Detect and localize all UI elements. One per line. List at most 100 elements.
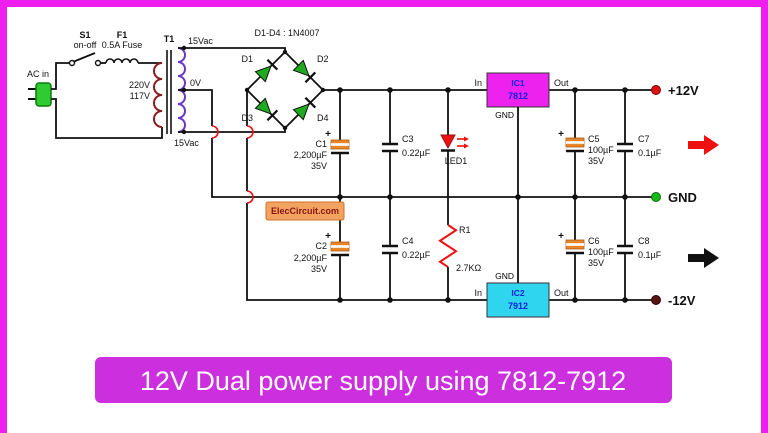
led1-indicator: LED1: [440, 90, 469, 225]
c2-body-stripe: [331, 245, 349, 248]
black-arrow-icon: [688, 248, 719, 268]
cap-c2: + C2 2,200µF 35V: [294, 197, 350, 300]
frame-border-right: [761, 0, 768, 433]
c6-name-label: C6: [588, 236, 600, 246]
c5-plus-label: +: [558, 129, 564, 140]
c6-voltage-label: 35V: [588, 258, 604, 268]
c1-name-label: C1: [315, 139, 327, 149]
junction-dot: [387, 194, 393, 200]
c6-body-stripe: [566, 243, 584, 246]
c1-voltage-label: 35V: [311, 161, 327, 171]
ic1-name-label: IC1: [511, 78, 525, 88]
c8-value-label: 0.1µF: [638, 250, 662, 260]
gnd-rail: [211, 138, 656, 198]
cap-c1: + C1 2,200µF 35V: [294, 90, 350, 197]
diode-d2-triangle: [292, 59, 310, 77]
sec-mid-label: 0V: [190, 78, 201, 88]
wire-hop-2: [246, 125, 254, 139]
diode-d4-bar: [304, 96, 317, 109]
t1-label: T1: [164, 34, 175, 44]
ic2-part-label: 7912: [508, 301, 528, 311]
cap-c4: C4 0.22µF: [382, 197, 431, 300]
ic2-out-label: Out: [554, 288, 569, 298]
led-ray-2-head: [464, 143, 469, 149]
c2-name-label: C2: [315, 241, 327, 251]
frame-border-left: [0, 0, 7, 433]
primary-winding: [153, 62, 163, 128]
fuse-f1: F1 0.5A Fuse: [102, 30, 162, 64]
ic2-name-label: IC2: [511, 288, 525, 298]
diode-d3-icon: [254, 97, 279, 122]
junction-dot: [387, 297, 393, 303]
led1-label: LED1: [445, 156, 468, 166]
sec-top-label: 15Vac: [188, 36, 213, 46]
watermark-text: ElecCircuit.com: [271, 206, 339, 216]
junction-dot: [572, 87, 578, 93]
bridge-rectifier: D1-D4 : 1N4007 D1 D2 D3 D4: [241, 28, 329, 131]
rails: [246, 89, 656, 301]
led-ray-1-head: [464, 136, 469, 142]
terminal-gnd-icon: [651, 192, 661, 202]
s1-desc-label: on-off: [74, 40, 97, 50]
junction-dot: [622, 194, 628, 200]
ic1-part-label: 7812: [508, 91, 528, 101]
led-icon: [440, 134, 456, 150]
c2-voltage-label: 35V: [311, 264, 327, 274]
s1-label: S1: [79, 30, 90, 40]
c6-value-label: 100µF: [588, 247, 614, 257]
c1-value-label: 2,200µF: [294, 150, 328, 160]
junction-dot: [337, 87, 343, 93]
c2-value-label: 2,200µF: [294, 253, 328, 263]
c5-body-stripe: [566, 141, 584, 144]
junction-dot: [572, 297, 578, 303]
c1-body-stripe: [331, 143, 349, 146]
banner-bg: [95, 357, 672, 403]
ic1-gnd-label: GND: [495, 110, 514, 120]
neg-rail-left: [246, 203, 487, 301]
wire-hop-3: [246, 190, 254, 204]
diode-d4-icon: [292, 96, 317, 121]
switch-lever: [73, 52, 96, 63]
cap-c5: + C5 100µF 35V: [558, 90, 614, 197]
cap-c8: C8 0.1µF: [617, 197, 662, 300]
cap-c6: + C6 100µF 35V: [558, 197, 614, 300]
t1-primary-voltage-2: 117V: [130, 91, 150, 101]
regulator-ic2: IC2 7912 In Out GND: [474, 197, 569, 318]
junction-dot: [622, 87, 628, 93]
wire-center-tap-upper: [178, 89, 213, 126]
d1-label: D1: [241, 54, 253, 64]
junction-dot: [622, 297, 628, 303]
diode-d3-triangle: [254, 97, 272, 115]
r1-value-label: 2.7KΩ: [456, 263, 482, 273]
red-arrow-icon: [688, 135, 719, 155]
bridge-diamond: [245, 50, 325, 130]
pos12v-label: +12V: [668, 83, 699, 98]
ic2-gnd-label: GND: [495, 271, 514, 281]
f1-label: F1: [117, 30, 128, 40]
c4-value-label: 0.22µF: [402, 250, 431, 260]
resistor-r1: R1 2.7KΩ: [438, 224, 482, 300]
diode-d2-icon: [292, 59, 317, 84]
r1-name-label: R1: [459, 225, 471, 235]
junction-dot: [387, 87, 393, 93]
switch-s1: S1 on-off: [68, 30, 106, 67]
diode-d1-triangle: [254, 65, 272, 83]
terminal-pos12v-icon: [651, 85, 661, 95]
c1-plus-label: +: [325, 129, 331, 140]
title-banner: 12V Dual power supply using 7812-7912: [95, 357, 672, 403]
ic2-box: [486, 282, 550, 318]
c6-plus-label: +: [558, 231, 564, 242]
ac-plug-icon: [35, 82, 52, 107]
wire-sec-bottom-to-bridge: [178, 128, 286, 133]
fuse-symbol: [105, 58, 139, 64]
diode-d4-triangle: [292, 103, 310, 121]
ic1-out-label: Out: [554, 78, 569, 88]
terminal-neg12v-icon: [651, 295, 661, 305]
d4-label: D4: [317, 113, 329, 123]
d2-label: D2: [317, 54, 329, 64]
cap-c3: C3 0.22µF: [382, 90, 431, 197]
watermark-bg: [265, 201, 345, 221]
bridge-title: D1-D4 : 1N4007: [254, 28, 319, 38]
c5-name-label: C5: [588, 134, 600, 144]
